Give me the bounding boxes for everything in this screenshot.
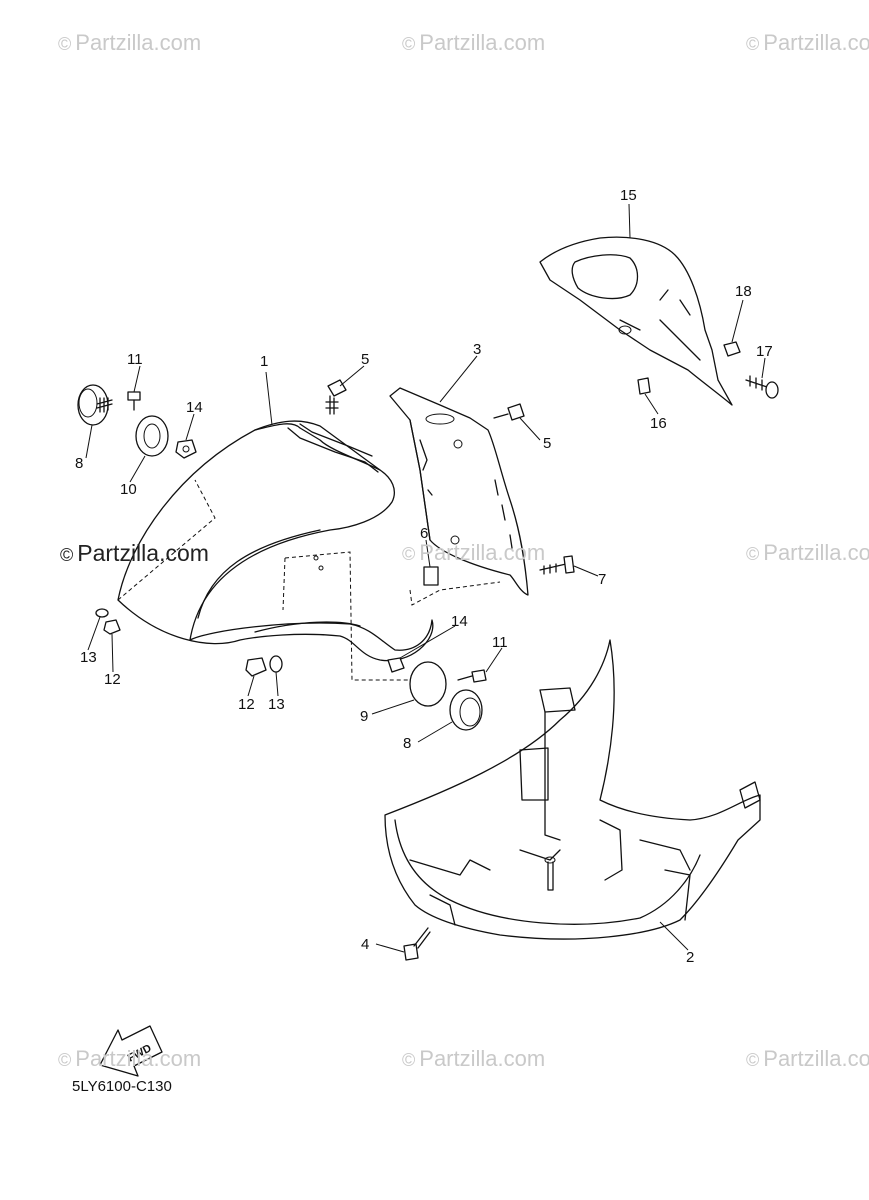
callout-13: 13 (80, 649, 97, 666)
callout-17: 17 (756, 343, 773, 360)
callout-13: 13 (268, 696, 285, 713)
callout-11: 11 (127, 351, 143, 368)
callout-15: 15 (620, 187, 637, 204)
watermark: ©Partzilla.com (58, 1046, 202, 1071)
callout-12: 12 (104, 671, 121, 688)
cover-part-15 (539, 236, 733, 406)
watermark: ©Partzilla.com (746, 30, 869, 55)
callout-7: 7 (598, 571, 607, 588)
diagram-code: 5LY6100-C130 (72, 1078, 172, 1095)
callout-11: 11 (492, 634, 508, 651)
fwd-arrow-icon: FWD (99, 1025, 163, 1077)
callout-6: 6 (420, 525, 429, 542)
callout-5: 5 (543, 435, 552, 452)
callout-10: 10 (120, 481, 137, 498)
watermark: ©Partzilla.com (402, 30, 546, 55)
callout-2: 2 (686, 949, 695, 966)
callout-3: 3 (473, 341, 482, 358)
callout-8: 8 (75, 455, 84, 472)
callout-8: 8 (403, 735, 412, 752)
callout-1: 1 (260, 353, 269, 370)
watermark: ©Partzilla.com (402, 540, 546, 565)
bracket-part-3 (389, 387, 529, 596)
watermark: ©Partzilla.com (746, 1046, 869, 1071)
callout-12: 12 (238, 696, 255, 713)
callout-14: 14 (186, 399, 203, 416)
front-fender-part-1 (117, 420, 501, 681)
callout-14: 14 (451, 613, 468, 630)
callout-16: 16 (650, 415, 667, 432)
watermark: ©Partzilla.com (746, 540, 869, 565)
callout-4: 4 (361, 936, 370, 953)
watermark: ©Partzilla.com (58, 30, 202, 55)
hardware (77, 341, 779, 961)
callout-18: 18 (735, 283, 752, 300)
leg-shield-part-2 (384, 639, 761, 940)
leader-lines (85, 203, 766, 953)
callout-5: 5 (361, 351, 370, 368)
watermark: ©Partzilla.com (402, 1046, 546, 1071)
watermark-dark: ©Partzilla.com (60, 540, 209, 566)
callout-9: 9 (360, 708, 369, 725)
